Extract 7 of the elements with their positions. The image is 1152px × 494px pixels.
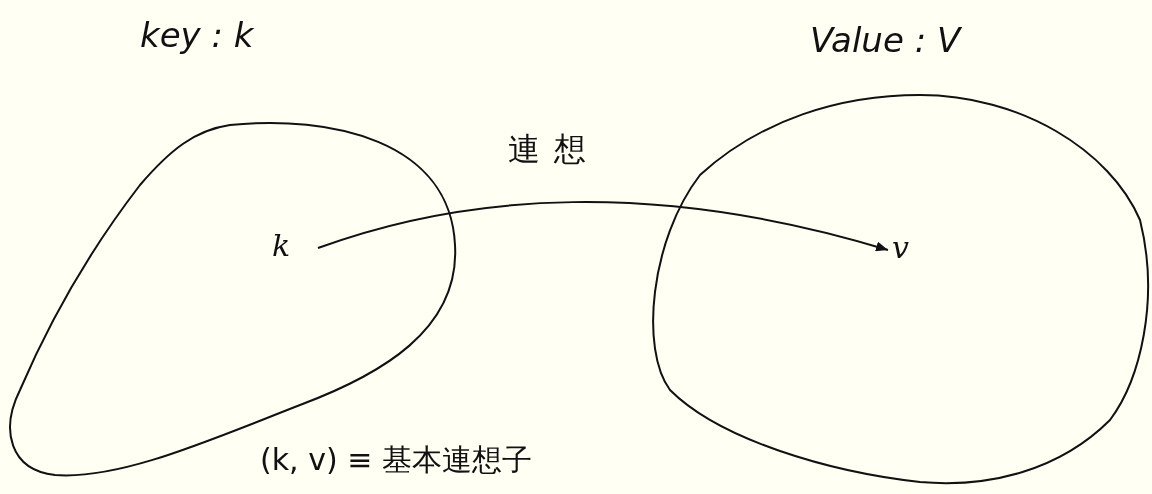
element-symbol: k [272, 228, 291, 263]
edge-label: 連想 [508, 129, 600, 170]
set-heading: key : k [140, 15, 254, 55]
note-text: (k, v) ≡ 基本連想子 [260, 441, 532, 479]
element-symbol: v [892, 230, 909, 265]
set-heading: Value : V [810, 20, 961, 60]
arrow [317, 201, 889, 252]
